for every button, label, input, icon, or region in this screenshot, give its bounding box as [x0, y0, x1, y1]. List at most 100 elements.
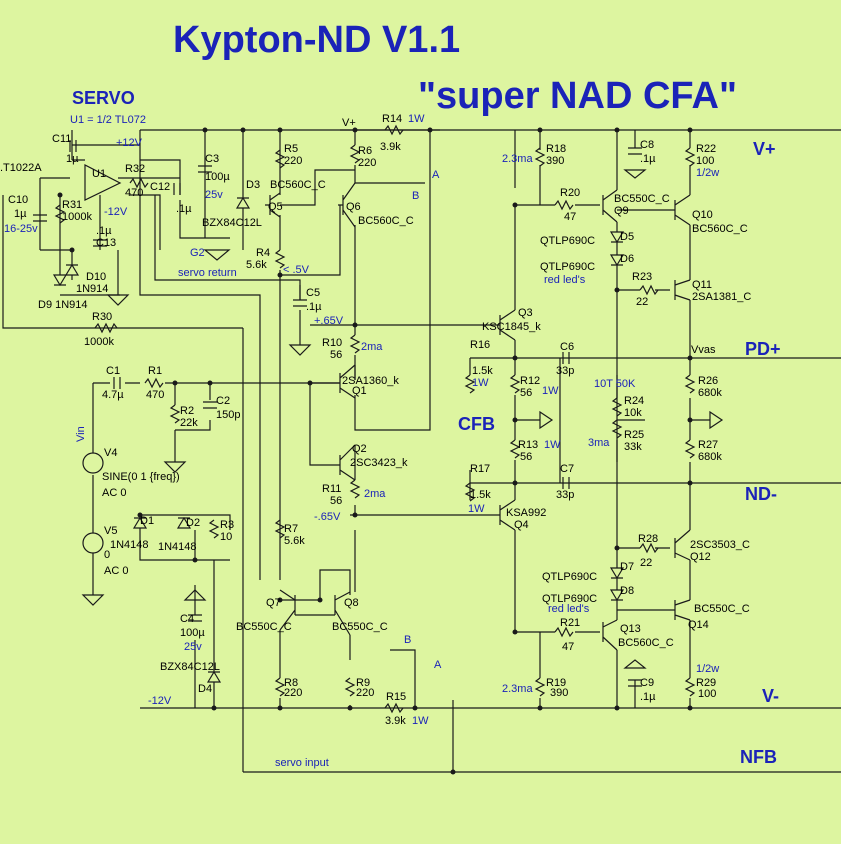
label-r16-b: 1.5k: [472, 365, 493, 377]
net-a1: A: [432, 169, 440, 181]
r17-symbol: [464, 482, 476, 502]
label-q13-b: BC560C_C: [618, 637, 674, 649]
title: Kypton-ND V1.1: [173, 19, 460, 61]
label-c7-a: C7: [560, 463, 574, 475]
label-r12-a: R12: [520, 375, 540, 387]
ground-r2-symbol: [163, 461, 187, 473]
label-q9-b: Q9: [614, 205, 629, 217]
label-r15-b: 3.9k: [385, 715, 406, 727]
label-r14-b: 3.9k: [380, 141, 401, 153]
label-d3-b: BZX84C12L: [202, 217, 262, 229]
q6-symbol: [338, 182, 356, 228]
label-v4ac-a: AC 0: [102, 487, 126, 499]
label-c5-b: .1µ: [306, 301, 322, 313]
r12-symbol: [509, 374, 521, 394]
label-c3v-a: 25v: [205, 189, 223, 201]
q10-symbol: [617, 194, 691, 226]
label-r4-b: 5.6k: [246, 259, 267, 271]
label-r3-a: R3: [220, 519, 234, 531]
r24-symbol: [611, 397, 623, 417]
label-r16w-a: 1W: [472, 377, 489, 389]
r26-symbol: [684, 374, 696, 394]
r22-symbol: [684, 147, 696, 167]
label-r13-a: R13: [518, 439, 538, 451]
label-q2-b: 2SC3423_k: [350, 457, 408, 469]
label-r14w-a: 1W: [408, 113, 425, 125]
ground-servo-symbol: [106, 294, 130, 306]
label-vplus: V+: [753, 139, 776, 159]
label-r11-a: R11: [322, 483, 341, 495]
c5-symbol: [293, 299, 307, 307]
d3-symbol: [235, 196, 251, 209]
label-r30-a: R30: [92, 311, 112, 323]
r25-symbol: [611, 419, 623, 439]
label-q3-b: KSC1845_k: [482, 321, 541, 333]
d5-symbol: [609, 231, 625, 244]
r31-symbol: [54, 204, 66, 224]
label-c9-a: C9: [640, 677, 654, 689]
label-r25-b: 33k: [624, 441, 642, 453]
label-servo-input: servo input: [275, 757, 329, 769]
label-r9-b: 220: [356, 687, 374, 699]
label-c8-a: C8: [640, 139, 654, 151]
label-opamp-model: .T1022A: [0, 162, 42, 174]
label-d1-b: 1N4148: [110, 539, 149, 551]
ground-g2-bottom-symbol: [183, 589, 207, 601]
label-d2-b: 1N4148: [158, 541, 197, 553]
r9-symbol: [344, 677, 356, 697]
label-r9-a: R9: [356, 677, 370, 689]
label-c1-a: C1: [106, 365, 120, 377]
r30-symbol: [94, 322, 118, 334]
label-r31-b: 1000k: [62, 211, 92, 223]
label-q12-b: Q12: [690, 551, 711, 563]
label-v5ac-a: AC 0: [104, 565, 128, 577]
r2-symbol: [169, 404, 181, 424]
label-r2-a: R2: [180, 405, 194, 417]
label-d8-b: D8: [620, 585, 634, 597]
r3-symbol: [208, 519, 220, 539]
label-c11-b: 1µ: [66, 153, 79, 165]
r11-symbol: [349, 479, 361, 499]
d8-symbol: [609, 589, 625, 602]
label-r10-b: 56: [330, 349, 342, 361]
label-r3-b: 10: [220, 531, 232, 543]
r8-symbol: [274, 677, 286, 697]
label-c4-a: C4: [180, 613, 194, 625]
wires: [2, 129, 841, 773]
rail-labels: V+ PD+ ND- V- NFB CFB SERVO U1 = 1/2 TL0…: [0, 88, 781, 769]
label-r21-b: 47: [562, 641, 574, 653]
r10-symbol: [349, 334, 361, 354]
c10-symbol: [33, 214, 47, 222]
label-r28-b: 22: [640, 557, 652, 569]
label-q5-b: Q5: [268, 201, 283, 213]
label-v4ac-b: Vin: [75, 426, 87, 442]
label-vplus-small: V+: [342, 117, 356, 129]
label-minus12: -12V: [104, 206, 128, 218]
label-r14-a: R14: [382, 113, 402, 125]
label-r23-b: 22: [636, 296, 648, 308]
label-ndminus: ND-: [745, 484, 777, 504]
label-r6-b: 220: [358, 157, 376, 169]
c2-symbol: [203, 401, 217, 409]
label-r5-b: 220: [284, 155, 302, 167]
r4-symbol: [274, 249, 286, 269]
label-d5-a: QTLP690C: [540, 235, 595, 247]
label-c4-b: 100µ: [180, 627, 205, 639]
r21-symbol: [554, 626, 574, 638]
label-c7-b: 33p: [556, 489, 574, 501]
q2-symbol: [339, 444, 356, 481]
label-r15w-a: 1W: [412, 715, 429, 727]
label-q2-a: Q2: [352, 443, 367, 455]
r19-symbol: [534, 677, 546, 697]
net-a2: A: [434, 659, 442, 671]
label-r7-b: 5.6k: [284, 535, 305, 547]
label-c10-a: C10: [8, 194, 28, 206]
label-q7-a: Q7: [266, 597, 281, 609]
ground-r26-symbol: [709, 410, 724, 430]
components: [33, 124, 724, 775]
q13-symbol: [602, 619, 618, 651]
subtitle: "super NAD CFA": [418, 75, 737, 117]
label-minus065: -.65V: [314, 511, 341, 523]
label-r17-a: R17: [470, 463, 490, 475]
